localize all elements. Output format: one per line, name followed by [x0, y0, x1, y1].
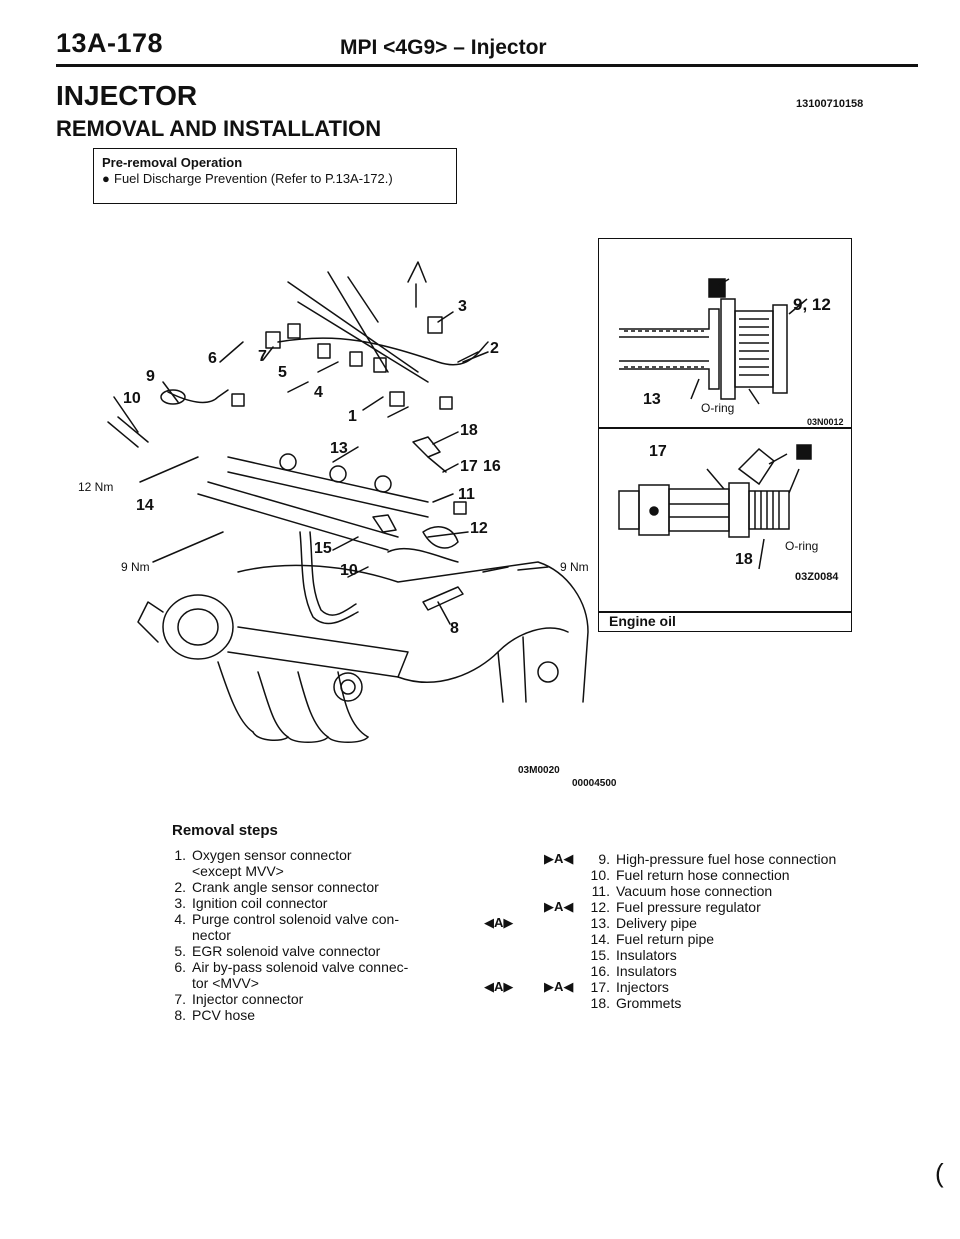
- torque-12nm: 12 Nm: [78, 480, 114, 494]
- label-18: 18: [460, 422, 478, 439]
- engine-oil-label: Engine oil: [609, 613, 676, 629]
- detail-label-9-12: 9, 12: [793, 295, 831, 314]
- removal-step: 1.Oxygen sensor connector: [174, 847, 352, 863]
- label-5: 5: [278, 364, 287, 381]
- label-13: 13: [330, 440, 348, 457]
- removal-step: 2.Crank angle sensor connector: [174, 879, 379, 895]
- label-16: 16: [483, 458, 501, 475]
- detail-label-13: 13: [643, 391, 661, 408]
- removal-mark-13: ◀A▶: [484, 915, 514, 930]
- removal-steps-title: Removal steps: [172, 822, 278, 839]
- removal-step: 8.PCV hose: [174, 1007, 256, 1023]
- figure-code: 03M0020: [518, 765, 560, 776]
- arrow-left-icon: ◀: [563, 899, 574, 914]
- document-code: 13100710158: [796, 98, 864, 110]
- install-mark-12: ▶A◀: [544, 899, 574, 914]
- page-edge-mark: (: [935, 1158, 944, 1188]
- removal-step: 7.Injector connector: [174, 991, 304, 1007]
- label-3: 3: [458, 298, 467, 315]
- regulator-detail-drawing: [619, 278, 808, 405]
- subsection-title: REMOVAL AND INSTALLATION: [56, 116, 382, 141]
- figure-code-secondary: 00004500: [572, 778, 617, 789]
- detail-code-top: 03N0012: [807, 417, 844, 427]
- detail-oring-bottom: O-ring: [785, 539, 819, 553]
- arrow-right-icon: ▶: [503, 915, 514, 930]
- pre-removal-item: ● Fuel Discharge Prevention (Refer to P.1…: [102, 171, 393, 186]
- page-number: 13A-178: [56, 28, 164, 58]
- label-14: 14: [136, 497, 154, 514]
- removal-step: 6.Air by-pass solenoid valve connec-: [174, 959, 409, 975]
- removal-step: 4.Purge control solenoid valve con-: [174, 911, 400, 927]
- removal-step: 12.Fuel pressure regulator: [590, 899, 761, 915]
- label-6: 6: [208, 350, 217, 367]
- install-mark-17: ▶A◀: [544, 979, 574, 994]
- label-17: 17: [460, 458, 478, 475]
- arrow-left-icon: ◀: [484, 915, 494, 930]
- detail-divider: [599, 427, 851, 429]
- label-1: 1: [348, 408, 357, 425]
- exploded-diagram: 10 9 12 Nm 14 9 Nm 6 7 5 4 1 3 2 13 18 1…: [78, 232, 618, 772]
- removal-step: 9.High-pressure fuel hose connection: [598, 851, 837, 867]
- label-2: 2: [490, 340, 499, 357]
- label-10-lower: 10: [340, 562, 358, 579]
- arrow-right-icon: ▶: [503, 979, 514, 994]
- removal-step: 16.Insulators: [590, 963, 677, 979]
- bullet-icon: ●: [102, 171, 110, 186]
- removal-step-continued: tor <MVV>: [192, 975, 259, 991]
- removal-step: 11.Vacuum hose connection: [591, 883, 773, 899]
- removal-step: 17.Injectors: [590, 979, 669, 995]
- label-11: 11: [458, 486, 475, 503]
- label-9: 9: [146, 368, 155, 385]
- detail-box: 9, 12 13 O-ring 03N0012 17 18 O-ring 03Z…: [598, 238, 852, 632]
- header-title: MPI <4G9> – Injector: [340, 36, 547, 59]
- removal-step-continued: <except MVV>: [192, 863, 284, 879]
- label-12: 12: [470, 520, 488, 537]
- detail-oring-top: O-ring: [701, 401, 735, 415]
- detail-divider: [599, 611, 851, 613]
- label-10: 10: [123, 390, 141, 407]
- removal-step: 3.Ignition coil connector: [174, 895, 328, 911]
- removal-step: 13.Delivery pipe: [590, 915, 697, 931]
- arrow-left-icon: ◀: [563, 979, 574, 994]
- label-15: 15: [314, 540, 332, 557]
- removal-mark-17: ◀A▶: [484, 979, 514, 994]
- label-4: 4: [314, 384, 323, 401]
- exploded-diagram-drawing: [107, 261, 589, 743]
- removal-step: 14.Fuel return pipe: [590, 931, 715, 947]
- torque-9nm-left: 9 Nm: [121, 560, 150, 574]
- removal-step: 5.EGR solenoid valve connector: [174, 943, 381, 959]
- label-8: 8: [450, 620, 459, 637]
- arrow-right-icon: ▶: [544, 899, 554, 914]
- removal-step: 18.Grommets: [590, 995, 682, 1011]
- pre-removal-title: Pre-removal Operation: [102, 155, 243, 170]
- detail-label-17: 17: [649, 443, 667, 460]
- detail-label-18: 18: [735, 551, 753, 568]
- header-rule: [56, 64, 918, 67]
- removal-step: 15.Insulators: [590, 947, 677, 963]
- arrow-left-icon: ◀: [484, 979, 494, 994]
- arrow-right-icon: ▶: [544, 979, 554, 994]
- section-title: INJECTOR: [56, 80, 198, 111]
- removal-step-continued: nector: [192, 927, 231, 943]
- injector-detail-drawing: [618, 444, 812, 570]
- removal-step: 10.Fuel return hose connection: [590, 867, 790, 883]
- label-7: 7: [258, 348, 267, 365]
- torque-9nm-right: 9 Nm: [560, 560, 589, 574]
- detail-code-bottom: 03Z0084: [795, 571, 839, 583]
- pre-removal-box: Pre-removal Operation ● Fuel Discharge Pr…: [93, 148, 457, 204]
- arrow-right-icon: ▶: [544, 851, 554, 866]
- install-mark-9: ▶A◀: [544, 851, 574, 866]
- arrow-left-icon: ◀: [563, 851, 574, 866]
- pre-removal-item-text: Fuel Discharge Prevention (Refer to P.13…: [114, 171, 393, 186]
